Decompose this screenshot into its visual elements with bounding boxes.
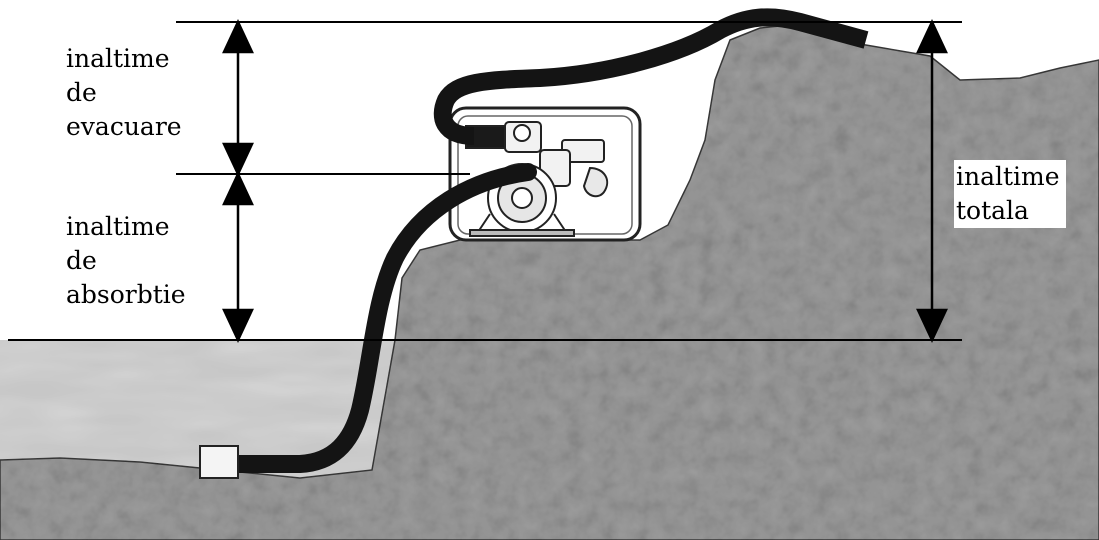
discharge-height-label: inaltime de evacuare <box>66 42 182 144</box>
arrowhead-up <box>224 22 252 52</box>
label-line: totala <box>956 194 1060 228</box>
arrowhead-down <box>224 310 252 340</box>
label-line: evacuare <box>66 110 182 144</box>
arrowhead-up <box>224 174 252 204</box>
label-line: inaltime <box>66 42 182 76</box>
label-line: absorbtie <box>66 278 186 312</box>
foot-valve-strainer <box>200 446 238 478</box>
label-line: de <box>66 76 182 110</box>
suction-height-label: inaltime de absorbtie <box>66 210 186 312</box>
label-line: de <box>66 244 186 278</box>
arrowhead-up <box>918 22 946 52</box>
total-height-label: inaltime totala <box>954 160 1066 228</box>
arrowhead-down <box>224 144 252 174</box>
label-line: inaltime <box>66 210 186 244</box>
label-line: inaltime <box>956 160 1060 194</box>
